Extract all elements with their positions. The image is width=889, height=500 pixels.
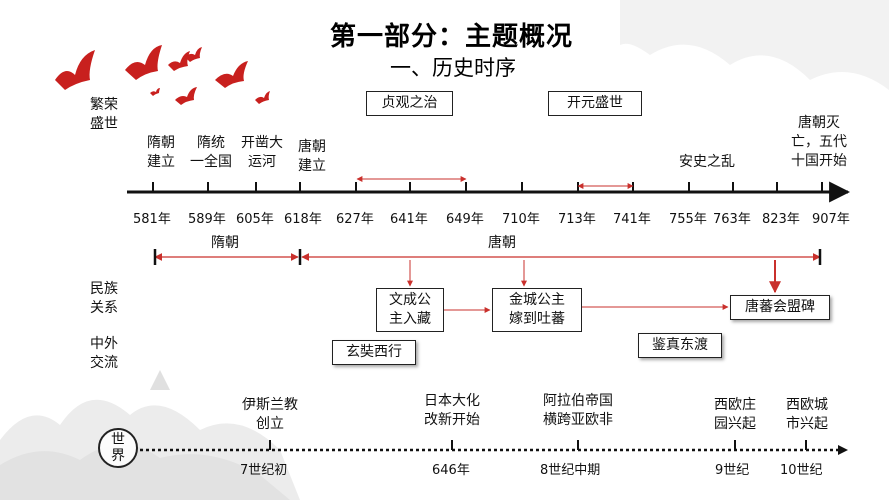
page-title: 第一部分：主题概况	[330, 22, 574, 52]
year-label: 641年	[390, 212, 428, 227]
world-event-islam: 伊斯兰教 创立	[242, 397, 298, 432]
world-label-circle: 世 界	[98, 428, 138, 468]
world-time-label: 7世纪初	[240, 463, 288, 478]
prosperity-box-zhenguan: 贞观之治	[366, 91, 453, 116]
event-an-shi-rebellion: 安史之乱	[679, 154, 735, 170]
red-birds-icon	[55, 45, 270, 105]
year-label: 649年	[446, 212, 484, 227]
year-label: 581年	[133, 212, 171, 227]
event-tang-founded: 唐朝 建立	[298, 139, 326, 174]
side-label-ethnic: 民族 关系	[90, 281, 118, 316]
world-event-arab-empire: 阿拉伯帝国 横跨亚欧非	[543, 393, 613, 428]
world-event-taika: 日本大化 改新开始	[424, 393, 480, 428]
ethnic-box-wencheng: 文成公 主入藏	[376, 288, 444, 332]
ink-wash-watermark-icon	[620, 0, 889, 90]
prosperity-box-kaiyuan: 开元盛世	[548, 91, 642, 116]
event-tang-fall: 唐朝灭 亡，五代 十国开始	[791, 115, 847, 169]
world-time-label: 646年	[432, 463, 470, 478]
world-time-label: 9世纪	[715, 463, 750, 478]
foreign-box-jianzhen: 鉴真东渡	[638, 333, 722, 358]
foreign-box-xuanzang: 玄奘西行	[332, 340, 416, 365]
year-label: 627年	[336, 212, 374, 227]
ethnic-box-jincheng: 金城公主 嫁到吐蕃	[492, 288, 582, 332]
year-label: 763年	[713, 212, 751, 227]
era-tang: 唐朝	[488, 235, 516, 251]
page-subtitle: 一、历史时序	[390, 56, 516, 80]
year-label: 589年	[188, 212, 226, 227]
ethnic-box-tang-tibet-stele: 唐蕃会盟碑	[730, 295, 830, 320]
year-label: 741年	[613, 212, 651, 227]
era-sui: 隋朝	[211, 235, 239, 251]
year-label: 713年	[558, 212, 596, 227]
event-grand-canal: 开凿大 运河	[241, 135, 283, 170]
world-time-label: 8世纪中期	[540, 463, 601, 478]
mountain-watermark-icon	[0, 370, 300, 500]
event-sui-founded: 隋朝 建立	[147, 135, 175, 170]
world-event-manor: 西欧庄 园兴起	[714, 397, 756, 432]
side-label-foreign: 中外 交流	[90, 336, 118, 371]
world-time-label: 10世纪	[780, 463, 823, 478]
side-label-prosperity: 繁荣 盛世	[90, 97, 118, 132]
year-label: 710年	[502, 212, 540, 227]
year-label: 618年	[284, 212, 322, 227]
year-label: 907年	[812, 212, 850, 227]
world-event-cities: 西欧城 市兴起	[786, 397, 828, 432]
year-label: 605年	[236, 212, 274, 227]
year-label: 823年	[762, 212, 800, 227]
year-label: 755年	[669, 212, 707, 227]
event-sui-unify: 隋统 一全国	[190, 135, 232, 170]
